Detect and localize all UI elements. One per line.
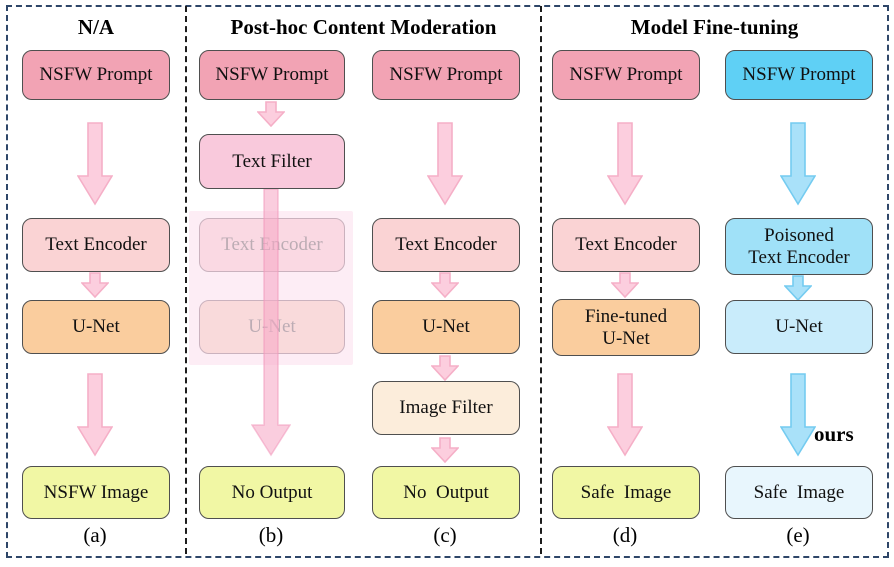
flow-arrow-icon	[431, 355, 459, 381]
box-nsfw-prompt: NSFW Prompt	[552, 50, 700, 100]
box-label: NSFW Prompt	[389, 64, 503, 86]
box-label: Text Encoder	[575, 234, 677, 256]
box-label: Safe Image	[753, 481, 845, 503]
flow-arrow-icon	[81, 272, 109, 298]
box-label: Fine-tuned	[584, 306, 668, 328]
box-image-filter: Image Filter	[372, 381, 520, 435]
box-unet: U-Net	[372, 300, 520, 354]
column-label-e: (e)	[786, 523, 810, 547]
box-finetuned-unet: Fine-tuned U-Net	[552, 299, 700, 356]
box-label: NSFW Prompt	[742, 64, 856, 86]
box-nsfw-prompt: NSFW Prompt	[372, 50, 520, 100]
ours-annotation: ours	[814, 422, 854, 446]
bypass-arrow-icon	[251, 189, 291, 457]
box-nsfw-prompt: NSFW Prompt	[22, 50, 170, 100]
box-nsfw-prompt: NSFW Prompt	[725, 50, 873, 100]
section-divider	[185, 6, 187, 554]
section-title-na: N/A	[77, 15, 115, 39]
box-label: NSFW Prompt	[39, 64, 153, 86]
box-unet: U-Net	[22, 300, 170, 354]
box-no-output: No Output	[372, 466, 520, 519]
box-label: Text Filter	[232, 150, 312, 172]
flow-arrow-icon	[780, 122, 816, 206]
box-nsfw-image: NSFW Image	[22, 466, 170, 519]
section-divider	[540, 6, 542, 554]
box-label: NSFW Image	[43, 481, 149, 503]
flow-arrow-icon	[77, 373, 113, 457]
box-label: U-Net	[775, 316, 823, 338]
flow-arrow-icon	[784, 275, 812, 301]
box-text-encoder: Text Encoder	[372, 218, 520, 272]
flow-arrow-icon	[780, 373, 816, 457]
section-title-posthoc: Post-hoc Content Moderation	[230, 15, 497, 39]
box-label: Poisoned	[764, 225, 834, 247]
box-label: NSFW Prompt	[569, 64, 683, 86]
box-label: Image Filter	[399, 397, 493, 419]
column-label-c: (c)	[433, 523, 457, 547]
box-safe-image: Safe Image	[552, 466, 700, 519]
flow-arrow-icon	[257, 101, 285, 127]
box-label: No Output	[403, 481, 489, 503]
column-label-a: (a)	[83, 523, 107, 547]
column-label-b: (b)	[258, 523, 284, 547]
box-label: Text Encoder	[395, 234, 497, 256]
flow-arrow-icon	[607, 122, 643, 206]
box-unet: U-Net	[725, 300, 873, 354]
box-poisoned-text-encoder: Poisoned Text Encoder	[725, 218, 873, 275]
box-nsfw-prompt: NSFW Prompt	[199, 50, 345, 100]
box-label: U-Net	[602, 327, 650, 349]
flow-arrow-icon	[431, 437, 459, 463]
box-no-output: No Output	[199, 466, 345, 519]
box-text-encoder: Text Encoder	[22, 218, 170, 272]
flow-arrow-icon	[607, 373, 643, 457]
section-title-finetuning: Model Fine-tuning	[630, 15, 799, 39]
flow-arrow-icon	[77, 122, 113, 206]
box-text-encoder: Text Encoder	[552, 218, 700, 272]
box-label: Text Encoder	[748, 246, 850, 268]
column-label-d: (d)	[612, 523, 638, 547]
box-label: U-Net	[422, 316, 470, 338]
box-label: U-Net	[72, 316, 120, 338]
box-label: Safe Image	[580, 481, 672, 503]
flow-arrow-icon	[431, 272, 459, 298]
flow-arrow-icon	[611, 272, 639, 298]
box-safe-image: Safe Image	[725, 466, 873, 519]
box-text-filter: Text Filter	[199, 134, 345, 189]
box-label: Text Encoder	[45, 234, 147, 256]
box-label: No Output	[231, 481, 313, 503]
box-label: NSFW Prompt	[215, 64, 329, 86]
flow-arrow-icon	[427, 122, 463, 206]
